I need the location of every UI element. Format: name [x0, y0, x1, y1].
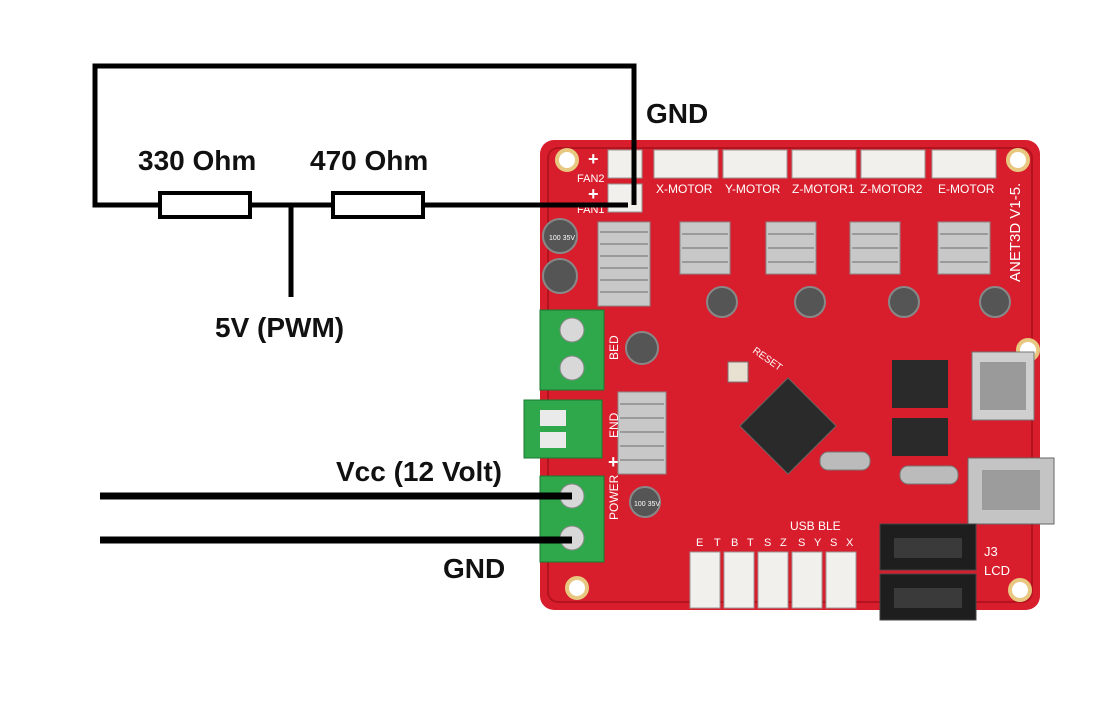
header-pins: [894, 588, 962, 608]
terminal-slot: [540, 410, 566, 426]
z-motor2-label: Z-MOTOR2: [860, 182, 923, 196]
x-motor-connector: [653, 149, 719, 179]
screw: [559, 355, 585, 381]
fan2-label: FAN2: [577, 173, 605, 185]
bed-label: BED: [607, 335, 621, 360]
capacitor-label: 100 35V: [549, 235, 575, 242]
terminal-slot: [540, 432, 566, 448]
power-label: POWER: [607, 474, 621, 520]
j3-label: J3: [984, 544, 998, 559]
capacitor: [542, 218, 578, 254]
power-plus: +: [608, 452, 619, 472]
crystal: [899, 465, 959, 485]
resistor-470-label: 470 Ohm: [310, 145, 429, 176]
lcd-headers: J3 LCD: [879, 523, 1010, 621]
resistor-330: [158, 191, 252, 219]
endstop-letter: S: [798, 537, 805, 549]
fan2-plus: +: [588, 149, 599, 169]
usb-port: [982, 470, 1040, 510]
sd-card-inner: [980, 362, 1026, 410]
e-motor-label: E-MOTOR: [938, 182, 995, 196]
mcu: [739, 377, 837, 475]
z-motor1-connector: [791, 149, 857, 179]
endstop-letter: Z: [780, 537, 787, 549]
screw: [559, 317, 585, 343]
heatsinks: [597, 221, 991, 475]
endstop-letter: S: [830, 537, 837, 549]
resistor-330-label: 330 Ohm: [138, 145, 257, 176]
screw-terminals: BED END POWER +: [523, 309, 621, 563]
capacitor-label: 100 35V: [634, 501, 660, 508]
resistor-470: [331, 191, 425, 219]
mount-hole: [1008, 578, 1032, 602]
endstop-connector: [791, 551, 823, 609]
fan-wiring: [92, 63, 637, 297]
endstop-connector: [689, 551, 721, 609]
capacitor: [629, 486, 661, 518]
mount-hole: [555, 148, 579, 172]
ic-chip: [892, 360, 948, 408]
end-label: END: [607, 412, 621, 438]
endstop-letter: Y: [814, 537, 822, 549]
endstop-connector: [723, 551, 755, 609]
lcd-label: LCD: [984, 563, 1010, 578]
fan2-connector: [607, 149, 643, 179]
z-motor2-connector: [860, 149, 926, 179]
capacitor: [706, 286, 738, 318]
endstop-letter: X: [846, 537, 854, 549]
gnd-bottom-label: GND: [443, 553, 506, 584]
capacitor: [979, 286, 1011, 318]
header-pins: [894, 538, 962, 558]
x-motor-label: X-MOTOR: [656, 182, 713, 196]
reset-button: [727, 361, 749, 383]
gnd-loop-wire: [92, 63, 637, 208]
endstop-letter: S: [764, 537, 771, 549]
endstop-connectors: E T B T S Z S Y S X USB BLE: [689, 519, 857, 609]
brand-label: ANET3D V1-5.: [1007, 183, 1024, 282]
endstop-letter: E: [696, 537, 703, 549]
motor-connectors: X-MOTOR Y-MOTOR Z-MOTOR1 Z-MOTOR2 E-MOTO…: [653, 149, 997, 196]
capacitor: [625, 331, 659, 365]
endstop-letter: B: [731, 537, 738, 549]
endstop-connector: [757, 551, 789, 609]
z-motor1-label: Z-MOTOR1: [792, 182, 855, 196]
y-motor-label: Y-MOTOR: [725, 182, 781, 196]
capacitor: [542, 258, 578, 294]
capacitors: 100 35V 100 35V: [542, 218, 1011, 518]
fan1-connector: [607, 183, 643, 213]
pcb-board: + + FAN2 FAN1 X-MOTOR Y-MOTOR Z-MOTOR1 Z…: [523, 140, 1055, 621]
capacitor: [888, 286, 920, 318]
usb-ble-label: USB BLE: [790, 519, 841, 533]
mcu-chip: [739, 377, 837, 475]
e-motor-connector: [931, 149, 997, 179]
pcb-body: [540, 140, 1040, 610]
y-motor-connector: [722, 149, 788, 179]
power-wiring: [100, 492, 572, 544]
ic-chip: [892, 418, 948, 456]
gnd-top-label: GND: [646, 98, 709, 129]
endstop-letter: T: [747, 537, 754, 549]
pwm-label: 5V (PWM): [215, 312, 345, 343]
heatsink: [597, 221, 651, 307]
fan1-plus: +: [588, 184, 599, 204]
end-terminal: [523, 399, 603, 459]
mount-hole: [1006, 148, 1030, 172]
vcc-label: Vcc (12 Volt): [336, 456, 502, 487]
endstop-connector: [825, 551, 857, 609]
endstop-letter: T: [714, 537, 721, 549]
capacitor: [794, 286, 826, 318]
crystal: [819, 451, 871, 471]
mount-hole: [565, 576, 589, 600]
